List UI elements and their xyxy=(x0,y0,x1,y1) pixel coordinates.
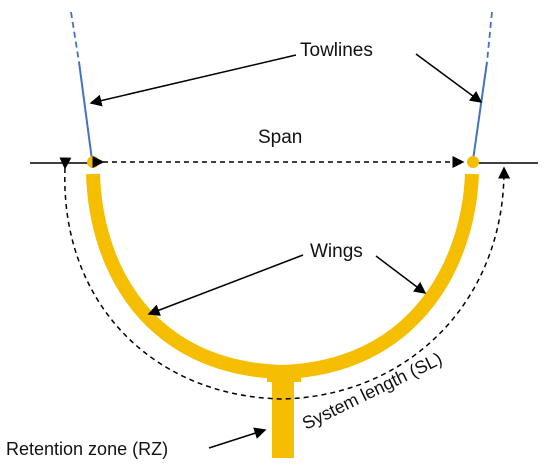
towlines-arrow-right xyxy=(415,53,483,103)
right-towline-dashed xyxy=(486,11,493,63)
towlines-group xyxy=(70,11,493,161)
wings-arrow-left xyxy=(147,254,304,316)
net-group xyxy=(86,156,479,458)
left-towline-dashed xyxy=(70,11,80,63)
system-length-arc xyxy=(59,157,511,400)
retention-zone-shape xyxy=(267,367,301,458)
retention-zone-arrow xyxy=(208,427,267,449)
wings-shape xyxy=(86,173,479,380)
span-label: Span xyxy=(258,127,302,148)
towlines-label: Towlines xyxy=(300,40,373,61)
right-wing-tip xyxy=(467,156,479,168)
left-wing-tip xyxy=(87,156,99,168)
towlines-arrow-left xyxy=(89,54,297,107)
wings-label: Wings xyxy=(310,241,363,262)
right-towline xyxy=(472,61,488,161)
left-towline xyxy=(78,61,93,161)
retention-zone-label: Retention zone (RZ) xyxy=(6,439,168,459)
wings-arrow-right xyxy=(375,255,427,294)
